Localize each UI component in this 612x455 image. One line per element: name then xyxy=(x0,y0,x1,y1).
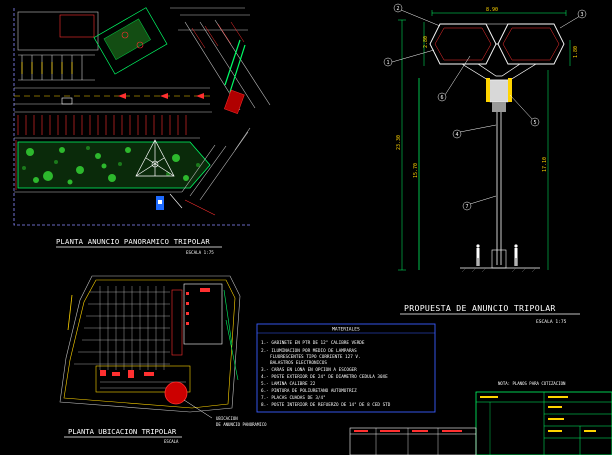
dim-top: 8.90 xyxy=(486,7,498,13)
material-item-2: 2.- ILUMINACION POR MEDIO DE LAMPARAS xyxy=(261,348,357,354)
proposal-scale: ESCALA 1:75 xyxy=(536,319,567,325)
dim-left-panel: 2.80 xyxy=(423,36,429,48)
dim-total: 23.30 xyxy=(396,135,402,150)
material-item-7: 7.- PLACAS CUADAS DE 3/4" xyxy=(261,395,326,401)
location-plan-view: UBICACION DE ANUNCIO PANORAMICO PLANTA U… xyxy=(59,275,267,444)
material-item-6: 6.- PINTURA DE POLIURETANO AUTOMOTRIZ xyxy=(261,388,357,394)
callout-1: 1 xyxy=(386,60,389,66)
location-plan-title: PLANTA UBICACION TRIPOLAR xyxy=(68,427,177,436)
material-item-2b: FLUORESCENTES TIPO CORRIENTE 127 V. xyxy=(270,354,361,360)
callout-4: 4 xyxy=(455,132,458,138)
plan-panoramic-title: PLANTA ANUNCIO PANORAMICO TRIPOLAR xyxy=(56,237,210,246)
callout-6: 6 xyxy=(440,95,443,101)
callout-3: 3 xyxy=(580,12,583,18)
location-callout-2: DE ANUNCIO PANORAMICO xyxy=(216,422,267,427)
location-plan-scale: ESCALA xyxy=(164,439,179,444)
material-item-2c: BALASTROS ELECTRONICOS xyxy=(270,360,327,366)
plan-panoramic-view: PLANTA ANUNCIO PANORAMICO TRIPOLAR ESCAL… xyxy=(13,7,271,255)
materials-legend: MATERIALES 1.- GABINETE EN PTR DE 12" CA… xyxy=(256,323,436,413)
material-item-8: 8.- POSTE INTERIOR DE REFUERZO DE 14" DE… xyxy=(261,402,391,408)
callout-5: 5 xyxy=(533,120,536,126)
dim-right: 17.10 xyxy=(542,157,548,172)
location-callout-1: UBICACION xyxy=(216,416,238,421)
callout-7: 7 xyxy=(465,204,468,210)
plan-panoramic-scale: ESCALA 1:75 xyxy=(186,250,214,255)
materials-header: MATERIALES xyxy=(332,327,360,333)
material-item-4: 4.- POSTE EXTERIOR DE 24" DE DIAMETRO CE… xyxy=(261,374,388,380)
title-block-note: NOTA: PLANOS PARA COTIZACION xyxy=(498,381,566,386)
material-item-1: 1.- GABINETE EN PTR DE 12" CALIBRE VERDE xyxy=(261,340,365,346)
dim-right-panel: 1.80 xyxy=(573,46,579,58)
title-block: NOTA: PLANOS PARA COTIZACION xyxy=(349,381,612,455)
material-item-5: 5.- LAMINA CALIBRE 22 xyxy=(261,381,316,387)
material-item-3: 3.- CARAS EN LONA EN OPCION A ESCOGER xyxy=(261,367,357,373)
proposal-title: PROPUESTA DE ANUNCIO TRIPOLAR xyxy=(404,303,556,313)
dim-mid: 15.70 xyxy=(413,163,419,178)
elevation-tripolar-sign: 8.90 2.80 1.80 23.30 15.70 17.10 xyxy=(383,3,587,325)
callout-2: 2 xyxy=(396,6,399,12)
